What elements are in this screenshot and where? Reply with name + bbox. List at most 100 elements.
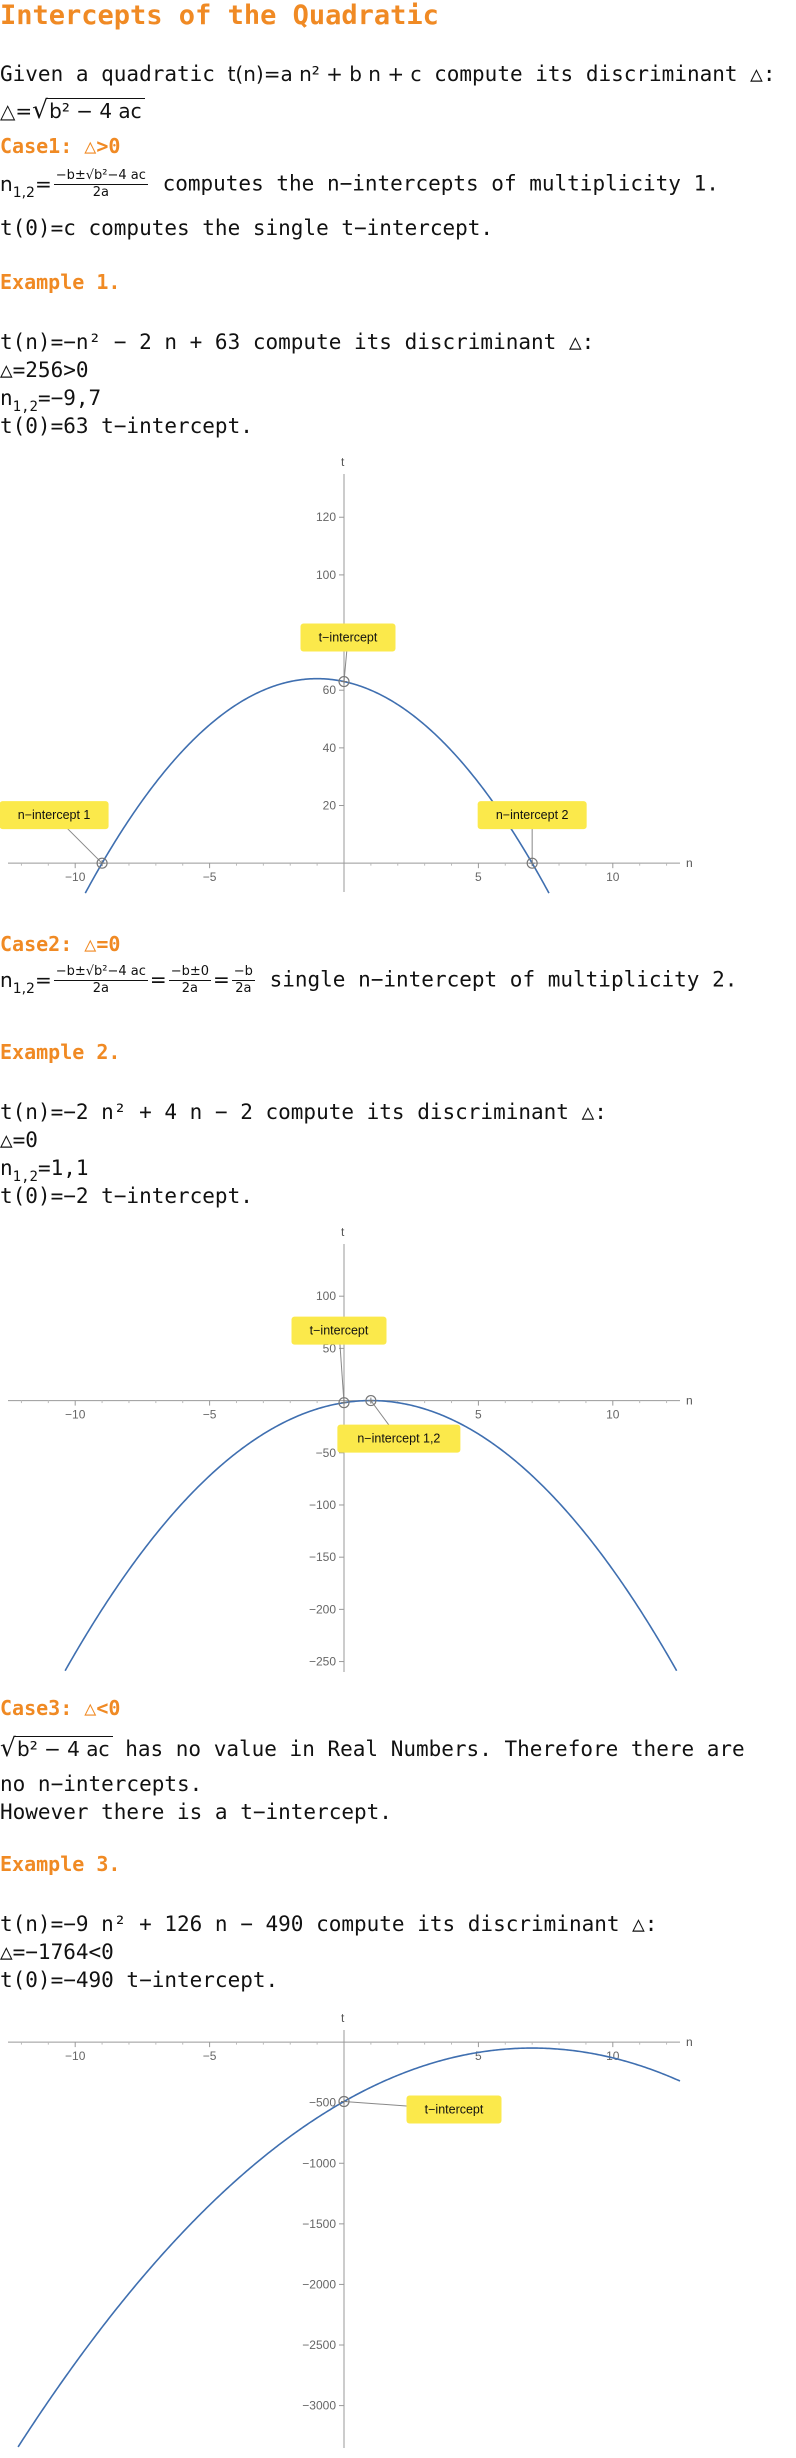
point-marker bbox=[365, 1394, 377, 1407]
x-tick-label: 10 bbox=[606, 870, 620, 884]
x-tick-label: −10 bbox=[65, 1408, 86, 1422]
case3-line1: √b² − 4 ac has no value in Real Numbers.… bbox=[0, 1733, 745, 1762]
case1-lhs: n bbox=[0, 171, 13, 196]
callout-box bbox=[477, 801, 587, 830]
x-tick-label: 10 bbox=[606, 1408, 620, 1422]
x-tick-label: −10 bbox=[65, 870, 86, 884]
case1-heading: Case1: △>0 bbox=[0, 134, 121, 158]
y-tick-label: 100 bbox=[316, 1289, 336, 1303]
y-axis-label: t bbox=[341, 455, 345, 469]
y-axis-label: t bbox=[341, 2011, 345, 2025]
point-marker bbox=[338, 675, 350, 688]
y-axis-label: t bbox=[341, 1225, 345, 1239]
y-tick-label: −150 bbox=[309, 1550, 336, 1564]
point-marker bbox=[96, 857, 108, 869]
y-tick-label: −100 bbox=[309, 1498, 336, 1512]
page-title: Intercepts of the Quadratic bbox=[0, 0, 439, 31]
callout-label: n−intercept 1 bbox=[18, 808, 91, 822]
y-tick-label: −2000 bbox=[302, 2277, 336, 2291]
x-axis-label: n bbox=[686, 1394, 693, 1408]
example2-line3: n1,2=1,1 bbox=[0, 1156, 89, 1185]
x-tick-label: 5 bbox=[475, 870, 482, 884]
x-tick-label: −5 bbox=[203, 870, 217, 884]
intro-given-text: Given a quadratic bbox=[0, 62, 215, 86]
y-tick-label: −3000 bbox=[302, 2399, 336, 2413]
y-tick-label: −1000 bbox=[302, 2156, 336, 2170]
point-marker bbox=[338, 1397, 350, 1409]
x-tick-label: 5 bbox=[475, 1408, 482, 1422]
example2-line4: t(0)=−2 t−intercept. bbox=[0, 1184, 253, 1208]
x-tick-label: 10 bbox=[606, 2049, 620, 2063]
discriminant-radicand: b² − 4 ac bbox=[46, 98, 145, 123]
case1-sub: 1,2 bbox=[12, 184, 35, 201]
case2-heading: Case2: △=0 bbox=[0, 932, 121, 956]
example1-line4: t(0)=63 t−intercept. bbox=[0, 414, 253, 438]
callout-box bbox=[337, 1424, 461, 1453]
example3-line3: t(0)=−490 t−intercept. bbox=[0, 1968, 279, 1992]
y-tick-label: 40 bbox=[323, 741, 337, 755]
case2-formula-text: single n−intercept of multiplicity 2. bbox=[269, 967, 738, 992]
y-tick-label: −500 bbox=[309, 2096, 336, 2110]
example1-heading: Example 1. bbox=[0, 270, 121, 294]
example2-line1: t(n)=−2 n² + 4 n − 2 compute its discrim… bbox=[0, 1100, 607, 1124]
case3-text1: has no value in Real Numbers. Therefore … bbox=[125, 1737, 745, 1761]
y-tick-label: 60 bbox=[323, 683, 337, 697]
x-tick-label: −5 bbox=[203, 2049, 217, 2063]
sqrt-radical: √b² − 4 ac bbox=[32, 95, 145, 124]
x-axis-label: n bbox=[686, 856, 693, 870]
x-axis-label: n bbox=[686, 2035, 693, 2049]
chart-example1: nt−10−551020406080100120n−intercept 1t−i… bbox=[0, 455, 693, 894]
x-tick-label: −5 bbox=[203, 1408, 217, 1422]
discriminant-lhs: △= bbox=[0, 99, 33, 123]
case1-t0-line: t(0)=c computes the single t−intercept. bbox=[0, 216, 494, 240]
y-tick-label: −2500 bbox=[302, 2338, 336, 2352]
callout-box bbox=[0, 801, 109, 830]
discriminant-formula: △=√b² − 4 ac bbox=[0, 95, 145, 124]
y-tick-label: −250 bbox=[309, 1655, 336, 1669]
point-marker bbox=[526, 857, 538, 869]
x-tick-label: 5 bbox=[475, 2049, 482, 2063]
callout-label: n−intercept 2 bbox=[496, 808, 569, 822]
callout-label: t−intercept bbox=[319, 631, 378, 645]
point-marker bbox=[338, 2095, 350, 2108]
callout-label: n−intercept 1,2 bbox=[357, 1432, 440, 1446]
example1-line2: △=256>0 bbox=[0, 358, 89, 382]
y-tick-label: 20 bbox=[323, 799, 337, 813]
intro-compute-text: compute its discriminant △: bbox=[434, 62, 776, 86]
case3-line2: no n−intercepts. bbox=[0, 1772, 203, 1796]
example3-heading: Example 3. bbox=[0, 1852, 121, 1876]
y-tick-label: −1500 bbox=[302, 2217, 336, 2231]
example1-line3: n1,2=−9,7 bbox=[0, 386, 102, 415]
example1-line1: t(n)=−n² − 2 n + 63 compute its discrimi… bbox=[0, 330, 595, 354]
example3-line1: t(n)=−9 n² + 126 n − 490 compute its dis… bbox=[0, 1912, 658, 1936]
example3-line2: △=−1764<0 bbox=[0, 1940, 114, 1964]
y-tick-label: 50 bbox=[323, 1341, 337, 1355]
series-line bbox=[17, 2047, 681, 2448]
example2-heading: Example 2. bbox=[0, 1040, 121, 1064]
x-tick-label: −10 bbox=[65, 2049, 86, 2063]
series-line bbox=[84, 677, 550, 894]
intro-line: Given a quadratic t(n)=a n² + b n + c co… bbox=[0, 62, 775, 86]
case3-sqrt: √b² − 4 ac bbox=[0, 1733, 113, 1762]
example2-line2: △=0 bbox=[0, 1128, 38, 1152]
y-tick-label: −50 bbox=[316, 1446, 337, 1460]
intro-quadratic: t(n)=a n² + b n + c bbox=[227, 62, 422, 86]
callout-label: t−intercept bbox=[425, 2102, 484, 2116]
callout-box bbox=[300, 623, 396, 652]
y-tick-label: 100 bbox=[316, 568, 336, 582]
callout-box bbox=[406, 2095, 502, 2124]
case3-heading: Case3: △<0 bbox=[0, 1696, 121, 1720]
callout-box bbox=[291, 1316, 387, 1345]
case1-formula-text: computes the n−intercepts of multiplicit… bbox=[162, 171, 719, 196]
y-tick-label: 120 bbox=[316, 510, 336, 524]
callout-label: t−intercept bbox=[310, 1324, 369, 1338]
case3-line3: However there is a t−intercept. bbox=[0, 1800, 392, 1824]
chart-example3: n t −10 −5 5 10 −3000 −2500 −2000 −1500 −1000 −500 t… bbox=[8, 2011, 693, 2448]
